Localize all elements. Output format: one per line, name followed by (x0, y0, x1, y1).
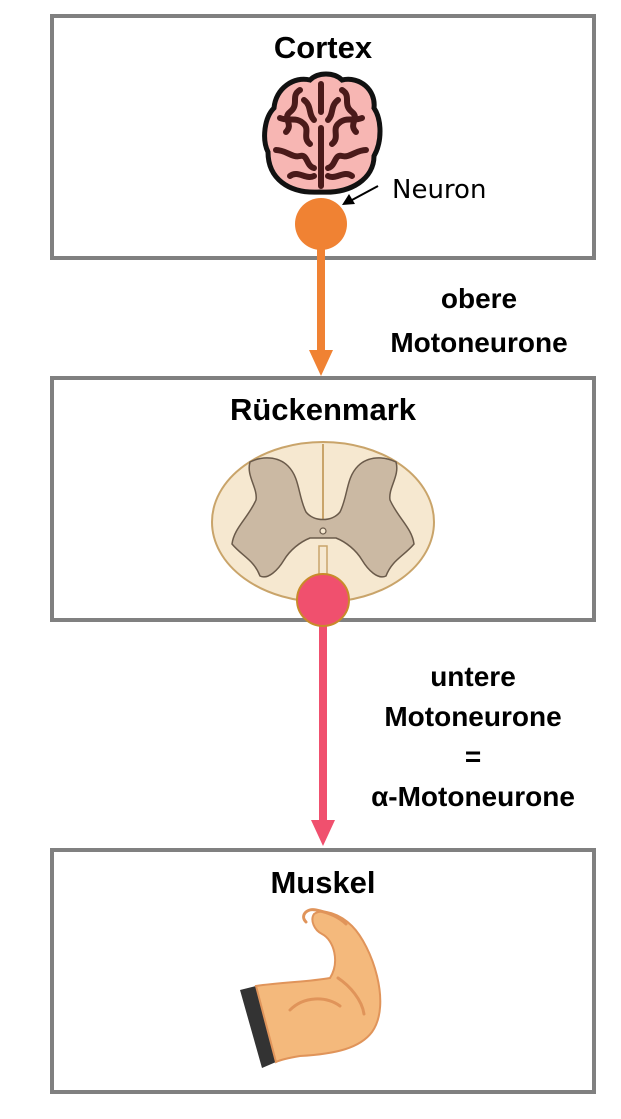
cortex-title: Cortex (274, 30, 373, 65)
brain-icon (262, 71, 383, 195)
neuron-pointer-line (351, 185, 379, 201)
neuron-pointer-arrowhead (342, 194, 355, 205)
upper-motor-neuron-arrowhead (309, 350, 333, 376)
muscle-title: Muskel (270, 865, 375, 900)
lower-motor-neuron-arrowhead (311, 820, 335, 846)
lower-motor-neuron-soma (296, 573, 350, 627)
upper-motor-neurons-line1: obere (441, 283, 517, 314)
neuron-label: Neuron (392, 175, 486, 205)
upper-motor-neuron-soma (295, 198, 347, 250)
muscle-box (50, 848, 596, 1094)
lower-motor-neurons-line2: Motoneurone (384, 701, 561, 732)
lower-motor-neurons-line3: = (465, 741, 481, 772)
flexed-arm-icon (240, 908, 382, 1068)
upper-motor-neurons-line2: Motoneurone (390, 327, 567, 358)
spinal-cord-cross-section-icon (211, 441, 435, 603)
lower-motor-neurons-line4: α-Motoneurone (371, 781, 575, 812)
spinal-cord-title: Rückenmark (230, 392, 417, 427)
lower-motor-neurons-line1: untere (430, 661, 516, 692)
